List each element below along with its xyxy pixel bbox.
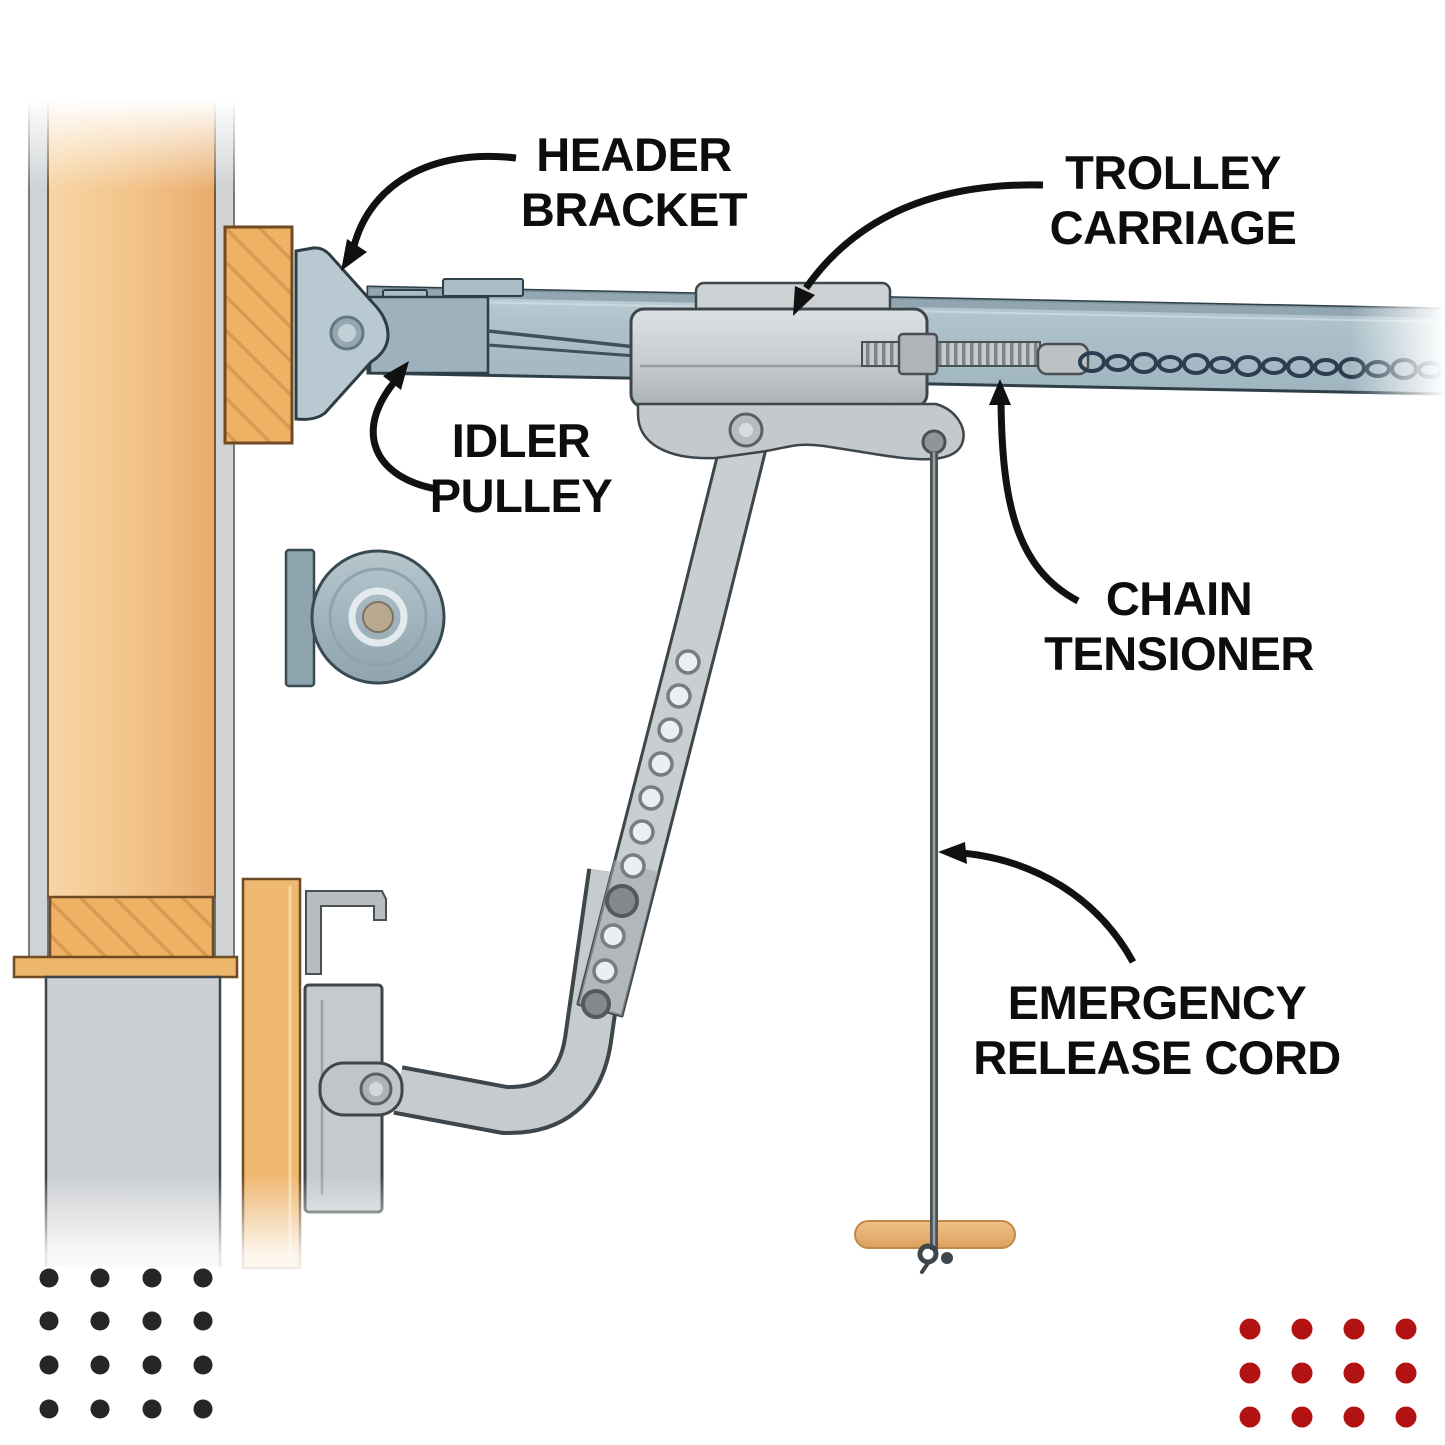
right-fade (1350, 260, 1445, 410)
emergency-release-cord-arrowhead (938, 842, 967, 864)
label-line: PULLEY (429, 468, 613, 522)
label-line: BRACKET (520, 182, 748, 236)
label-line: CARRIAGE (1049, 200, 1297, 254)
release-cord (917, 452, 953, 1274)
label-line: TENSIONER (1044, 626, 1314, 680)
red-dot-grid (1239, 1318, 1417, 1428)
trolley-carriage-arrow (803, 181, 1044, 291)
arm-adjustment-holes (581, 649, 701, 1019)
idler-pulley-arrowhead (383, 361, 409, 390)
label-line: RELEASE CORD (973, 1030, 1341, 1084)
label-emergency-release-cord: EMERGENCY RELEASE CORD (973, 976, 1341, 1085)
door-arm-lower (393, 868, 637, 1136)
callout-arrows (341, 152, 1137, 964)
chain-coupler (1036, 342, 1090, 376)
chain-tensioner-part (861, 332, 1090, 376)
idler-pulley-arrow (369, 377, 438, 493)
post-wood-face (47, 94, 216, 898)
label-chain-tensioner: CHAIN TENSIONER (1044, 572, 1314, 681)
angle-bracket (305, 890, 387, 975)
label-line: EMERGENCY (1007, 976, 1307, 1029)
door-arm-upper (576, 423, 771, 1019)
cord-anchor (921, 429, 947, 455)
chain-tensioner-arrowhead (989, 379, 1011, 405)
label-line: CHAIN (1105, 572, 1253, 625)
trolley-carriage-arrowhead (793, 286, 815, 316)
label-header-bracket: HEADER BRACKET (520, 128, 748, 237)
black-dot-grid (39, 1268, 213, 1419)
tensioner-nut (897, 332, 939, 376)
idler-pulley-housing (368, 295, 490, 375)
arm-bolt (581, 989, 611, 1019)
label-trolley-carriage: TROLLEY CARRIAGE (1050, 146, 1297, 255)
sill-board (12, 955, 239, 979)
label-idler-pulley: IDLER PULLEY (429, 414, 613, 523)
top-fade (0, 60, 470, 190)
door-roller (284, 548, 446, 688)
emergency-release-cord-arrow (961, 849, 1137, 964)
header-bracket-arrowhead (341, 239, 367, 271)
arm-hinge (318, 1061, 404, 1117)
cord-knot (917, 1243, 939, 1265)
label-line: TROLLEY (1065, 146, 1281, 199)
wall-post (12, 94, 239, 1267)
bottom-fade (0, 1175, 470, 1305)
post-left-channel (28, 94, 49, 976)
arm-bolt (605, 884, 639, 918)
label-line: HEADER (536, 128, 732, 181)
header-bracket-part (294, 246, 390, 421)
header-mount-block (223, 225, 294, 445)
label-line: IDLER (451, 414, 591, 467)
chain-tensioner-arrow (997, 399, 1080, 605)
post-end-grain (48, 895, 215, 962)
header-bracket-arrow (350, 152, 517, 247)
